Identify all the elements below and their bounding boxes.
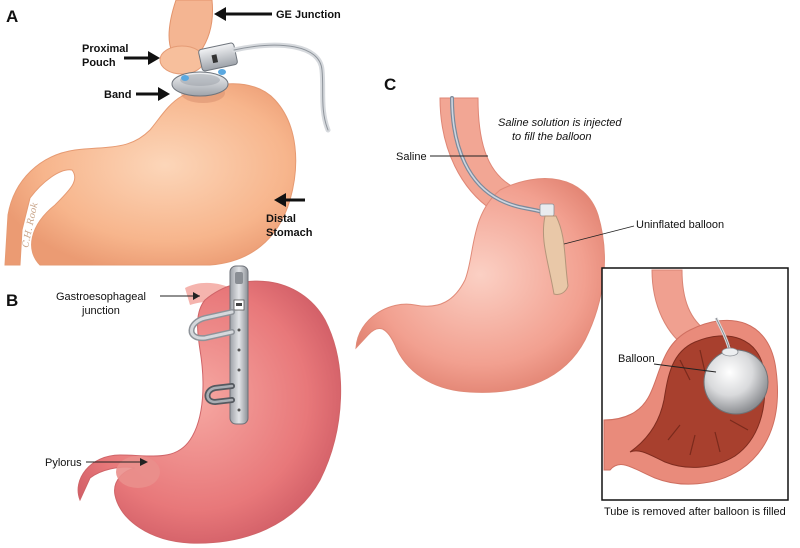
panel-b: B Gastroesophageal junction Pylorus: [6, 266, 341, 543]
inflated-balloon: [704, 350, 768, 414]
inset-caption: Tube is removed after balloon is filled: [604, 506, 786, 518]
label-ge-junction: GE Junction: [276, 9, 341, 21]
label-balloon: Balloon: [618, 353, 655, 365]
esophagus-a: [169, 0, 212, 52]
panel-a-letter: A: [6, 7, 18, 26]
label-ge-junction-line1: Gastroesophageal: [56, 291, 146, 303]
label-distal-line2: Stomach: [266, 227, 313, 239]
caption-saline-line1: Saline solution is injected: [498, 117, 622, 129]
inset-inflated-balloon: Balloon: [602, 268, 788, 500]
label-uninflated-balloon: Uninflated balloon: [636, 219, 724, 231]
proximal-pouch: [160, 46, 204, 74]
caption-saline-line2: to fill the balloon: [512, 131, 592, 143]
label-ge-junction-line2: junction: [81, 305, 120, 317]
panel-b-letter: B: [6, 291, 18, 310]
label-band: Band: [104, 89, 132, 101]
panel-c-letter: C: [384, 75, 396, 94]
label-proximal-line1: Proximal: [82, 43, 128, 55]
pylorus-stub: [116, 456, 160, 488]
panel-c: C Saline solution is injected to fill th…: [356, 75, 788, 518]
stomach-a: [5, 84, 296, 265]
label-pylorus: Pylorus: [45, 457, 82, 469]
stomach-b: [78, 281, 341, 543]
label-distal-line1: Distal: [266, 213, 296, 225]
label-saline: Saline: [396, 151, 427, 163]
panel-a: A C.H. Rook GE Junction Proximal Pouch: [5, 0, 341, 265]
label-proximal-line2: Pouch: [82, 57, 116, 69]
